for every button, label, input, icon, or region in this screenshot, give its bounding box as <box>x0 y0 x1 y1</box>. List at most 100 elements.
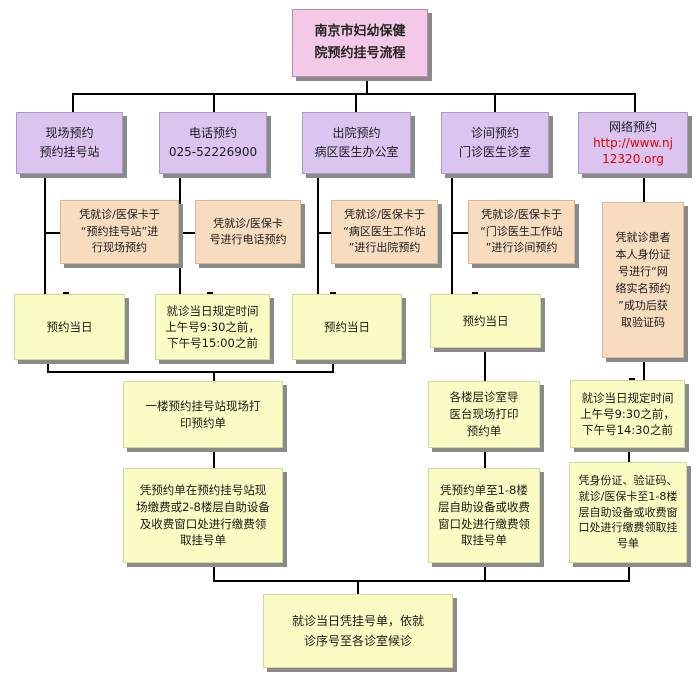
arrow-tip <box>207 292 213 295</box>
arrow-tip <box>472 292 478 295</box>
connector-col2-vertical <box>179 174 181 294</box>
note-discharge: 凭就诊/医保卡于 “病区医生工作站 ”进行出院预约 <box>331 200 438 264</box>
connector-note4-link <box>451 232 468 234</box>
connector-sms-to-day5 <box>643 358 645 380</box>
flowchart-title: 南京市妇幼保健 院预约挂号流程 <box>292 9 428 77</box>
method-online-url[interactable]: http://www.nj <box>593 135 673 150</box>
note-online-l1: 凭就诊患者 <box>615 230 671 244</box>
print-mid-l3: 预约单 <box>466 423 502 438</box>
day-box-phone-l1: 就诊当日规定时间 <box>166 303 259 318</box>
arrow-tip <box>629 378 635 381</box>
connector-method-5-drop <box>634 93 636 112</box>
day-box-clinic-text: 预约当日 <box>462 313 509 328</box>
day-box-phone-l3: 下午号15:00之前 <box>167 336 258 351</box>
day-box-discharge: 预约当日 <box>292 294 402 360</box>
day-box-onsite: 预约当日 <box>14 294 125 360</box>
method-phone-number: 025-52226900 <box>168 145 258 159</box>
method-onsite: 现场预约 预约挂号站 <box>16 112 123 174</box>
print-left-l2: 印预约单 <box>180 415 226 430</box>
note-clinic-l1: 凭就诊/医保卡于 <box>481 208 562 222</box>
print-mid-l2: 医台现场打印 <box>449 407 519 422</box>
day-box-online-l2: 上午号9:30之前， <box>580 406 675 421</box>
connector-note2-link <box>179 232 195 234</box>
pay-mid-l1: 凭预约单至1-8楼 <box>440 483 528 498</box>
pay-left-l1: 凭预约单在预约挂号站现 <box>139 483 267 498</box>
note-clinic: 凭就诊/医保卡于 “门诊医生工作站 ”进行诊间预约 <box>468 200 575 264</box>
print-box-left: 一楼预约挂号站现场打 印预约单 <box>123 381 283 448</box>
pay-right-l4: 口处进行缴费领取挂 <box>578 521 678 535</box>
method-clinic-name: 诊间预约 <box>470 125 519 140</box>
connector-bottom-bus <box>213 580 630 582</box>
connector-note3-link <box>317 232 331 234</box>
note-online-l5: ”成功后获 <box>618 299 668 313</box>
method-discharge: 出院预约 病区医生办公室 <box>302 112 411 174</box>
connector-day5-down <box>628 448 630 462</box>
method-onsite-name: 现场预约 <box>45 125 94 140</box>
method-clinic: 诊间预约 门诊医生诊室 <box>441 112 549 174</box>
arrow-tip <box>63 292 69 295</box>
note-onsite-l2: “预约挂号站”进 <box>80 224 159 238</box>
note-discharge-l3: ”进行出院预约 <box>348 241 421 255</box>
pay-left-l3: 及收费窗口处进行缴费领 <box>139 516 267 531</box>
pay-box-right: 凭身份证、验证码、 就诊/医保卡至1-8楼 层自助设备或收费窗 口处进行缴费领取… <box>569 462 687 563</box>
pay-box-mid: 凭预约单至1-8楼 层自助设备或收费 窗口处进行缴费领 取挂号单 <box>428 468 540 563</box>
connector-pay-right-down <box>628 563 630 581</box>
print-left-l1: 一楼预约挂号站现场打 <box>145 398 261 413</box>
pay-mid-l2: 层自助设备或收费 <box>438 499 530 514</box>
method-phone: 电话预约 025-52226900 <box>159 112 267 174</box>
note-online-l4: 络实名预约 <box>615 282 671 295</box>
final-l1: 就诊当日凭挂号单，依就 <box>291 613 424 628</box>
day-box-clinic: 预约当日 <box>430 294 541 348</box>
connector-pay-mid-down <box>484 563 486 581</box>
method-phone-name: 电话预约 <box>188 125 237 140</box>
note-discharge-l2: “病区医生工作站 <box>343 224 426 238</box>
note-clinic-l3: ”进行诊间预约 <box>485 241 558 255</box>
note-phone-l1: 凭就诊/医保卡 <box>213 216 283 230</box>
method-clinic-place: 门诊医生诊室 <box>458 145 531 159</box>
note-online-l2: 本人身份证 <box>615 247 671 261</box>
connector-col4-vertical <box>451 174 453 294</box>
day-box-online: 就诊当日规定时间 上午号9:30之前， 下午号14:30之前 <box>570 380 685 448</box>
connector-method-1-drop <box>72 93 74 112</box>
print-mid-l1: 各楼层诊室导 <box>449 390 519 405</box>
pay-right-l3: 层自助设备或收费窗 <box>578 505 678 519</box>
pay-left-l4: 取挂号单 <box>180 533 226 548</box>
connector-top-bus <box>72 93 636 95</box>
note-phone-l2: 号进行电话预约 <box>209 233 287 246</box>
pay-right-l1: 凭身份证、验证码、 <box>578 473 678 487</box>
pay-mid-l3: 窗口处进行缴费领 <box>438 516 530 531</box>
day-box-phone-l2: 上午号9:30之前， <box>165 319 260 334</box>
title-line-1: 南京市妇幼保健 <box>314 23 406 39</box>
note-onsite: 凭就诊/医保卡于 “预约挂号站”进 行现场预约 <box>60 200 179 264</box>
connector-col3-vertical <box>317 174 319 294</box>
connector-col1-vertical <box>44 174 46 294</box>
note-discharge-l1: 凭就诊/医保卡于 <box>344 208 425 222</box>
connector-to-final <box>357 580 359 594</box>
note-onsite-l1: 凭就诊/医保卡于 <box>79 208 160 222</box>
note-online-l6: 取验证码 <box>621 316 665 330</box>
final-box: 就诊当日凭挂号单，依就 诊序号至各诊室候诊 <box>263 594 453 668</box>
method-onsite-place: 预约挂号站 <box>39 145 100 159</box>
final-l2: 诊序号至各诊室候诊 <box>303 634 412 648</box>
connector-day1-down <box>47 360 49 372</box>
note-onsite-l3: 行现场预约 <box>92 241 147 255</box>
connector-day3-down <box>332 360 334 372</box>
connector-left-to-print <box>213 371 215 381</box>
method-online-url-cont[interactable]: 12320.org <box>602 152 664 167</box>
connector-day4-to-print <box>484 348 486 381</box>
pay-box-left: 凭预约单在预约挂号站现 场缴费或2-8楼层自助设备 及收费窗口处进行缴费领 取挂… <box>123 468 283 563</box>
note-clinic-l2: “门诊医生工作站 <box>480 224 563 238</box>
connector-col5-vertical <box>643 174 645 202</box>
day-box-online-l1: 就诊当日规定时间 <box>581 390 674 405</box>
connector-print-left-down <box>213 448 215 468</box>
connector-method-4-drop <box>494 93 496 112</box>
day-box-onsite-text: 预约当日 <box>46 319 93 334</box>
connector-print-mid-down <box>484 448 486 468</box>
method-online-name: 网络预约 <box>608 119 657 134</box>
note-phone: 凭就诊/医保卡 号进行电话预约 <box>195 200 301 264</box>
pay-left-l2: 场缴费或2-8楼层自助设备 <box>136 499 270 514</box>
pay-right-l5: 号单 <box>617 537 639 551</box>
note-online-l3: 号进行“网 <box>618 264 668 278</box>
method-discharge-name: 出院预约 <box>332 125 381 140</box>
pay-right-l2: 就诊/医保卡至1-8楼 <box>578 489 678 503</box>
